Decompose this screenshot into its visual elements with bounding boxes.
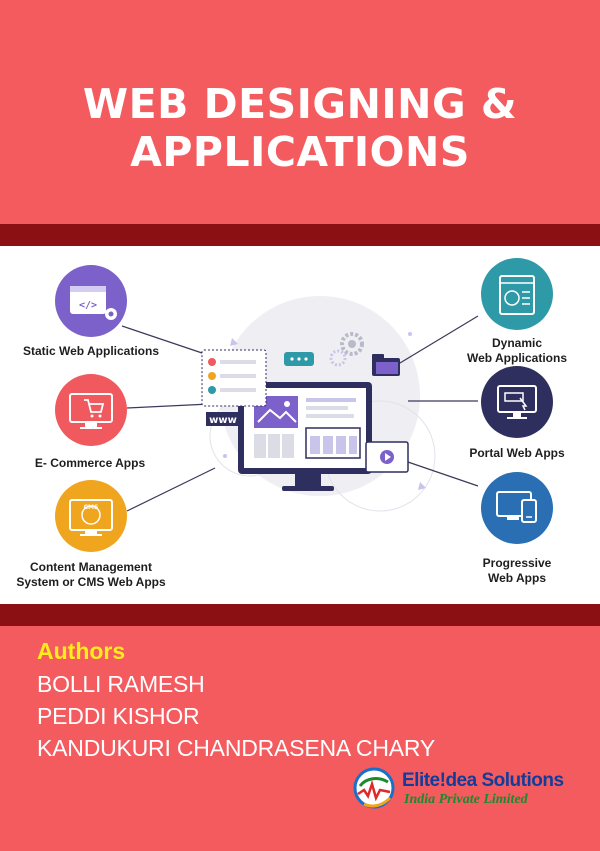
label-dynamic-line-2: Web Applications [466, 351, 567, 365]
book-title-line-1: WEB DESIGNING & [82, 80, 518, 128]
label-portal-web-apps: Portal Web Apps [469, 446, 565, 460]
cms-icon: CMS [55, 480, 127, 552]
connector-ecommerce [126, 403, 211, 409]
connector-progressive [404, 460, 479, 487]
label-progressive-line-1: Progressive [482, 556, 552, 570]
connector-static [121, 325, 206, 355]
authors-heading: Authors [37, 638, 126, 664]
label-dynamic-line-1: Dynamic [491, 336, 543, 350]
video-card [365, 441, 409, 473]
author-name-2: PEDDI KISHOR [37, 703, 200, 729]
dynamic-web-app-icon [481, 258, 553, 330]
chat-bubble-icon [284, 352, 314, 366]
monitor-neck [295, 474, 321, 486]
author-name-1: BOLLI RAMESH [37, 671, 205, 697]
publisher-logo: Elite!dea Solutions India Private Limite… [350, 764, 580, 814]
publisher-name: Elite!dea Solutions [402, 770, 564, 791]
portal-web-app-icon [481, 366, 553, 438]
author-name-3: KANDUKURI CHANDRASENA CHARY [37, 735, 436, 761]
top-divider-band [0, 224, 600, 246]
publisher-globe-icon [353, 767, 395, 809]
ecommerce-icon [55, 374, 127, 446]
publisher-subtitle: India Private Limited [404, 792, 528, 807]
label-ecommerce-apps: E- Commerce Apps [34, 456, 146, 470]
floating-list-card [201, 349, 267, 407]
monitor-base [282, 486, 334, 491]
label-cms-line-2: System or CMS Web Apps [16, 575, 166, 589]
web-apps-illustration: </> CMS [55, 258, 553, 552]
label-progressive-line-2: Web Apps [487, 571, 546, 585]
progressive-web-app-icon [481, 472, 553, 544]
svg-text:</>: </> [79, 300, 97, 311]
label-static-web-applications: Static Web Applications [22, 344, 160, 358]
bottom-divider-band [0, 604, 600, 626]
connector-dynamic [394, 315, 479, 367]
gear-icon [329, 332, 364, 367]
book-title-line-2: APPLICATIONS [130, 128, 470, 176]
www-badge: www [206, 412, 240, 426]
label-progressive-web-apps: Progressive Web Apps [456, 556, 578, 586]
cms-badge-text: CMS [84, 504, 99, 511]
label-cms-line-1: Content Management [29, 560, 152, 574]
label-cms-web-apps: Content Management System or CMS Web App… [8, 560, 174, 590]
label-dynamic-web-applications: Dynamic Web Applications [456, 336, 578, 366]
www-text: www [209, 415, 237, 426]
static-web-app-icon: </> [55, 265, 127, 337]
connector-lines [121, 315, 479, 512]
illustration-panel: </> CMS [0, 246, 600, 604]
connector-cms [126, 467, 216, 512]
folder-icon [372, 354, 400, 376]
